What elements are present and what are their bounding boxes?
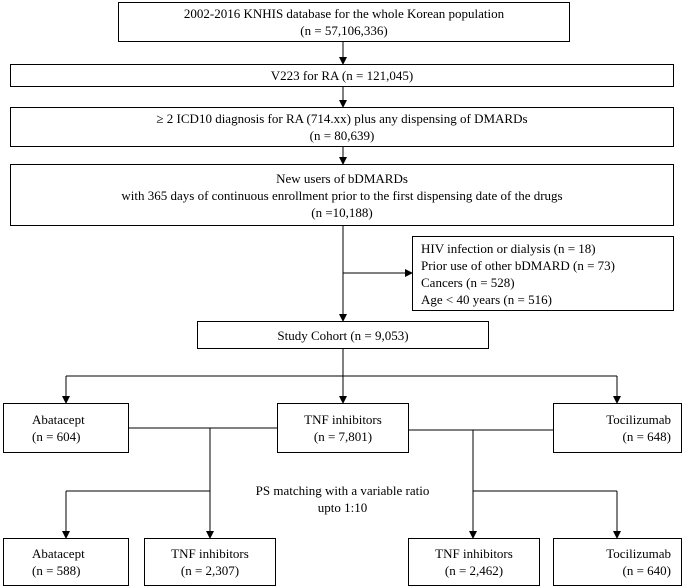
population-title: 2002-2016 KNHIS database for the whole K… (183, 6, 505, 21)
icd10-count: (n = 80,639) (309, 128, 375, 143)
tnf-count: (n = 7,801) (313, 429, 373, 444)
exclusion-item: Cancers (n = 528) (421, 274, 515, 290)
icd10-label: ≥ 2 ICD10 diagnosis for RA (714.xx) plus… (156, 111, 528, 126)
new-users-title: New users of bDMARDs (276, 170, 408, 186)
ps-matching-line2: upto 1:10 (317, 500, 368, 515)
ps-matching-label: PS matching with a variable ratio upto 1… (220, 482, 465, 516)
new-users-count: (n =10,188) (311, 204, 373, 220)
tnf-matched-left-label: TNF inhibitors (171, 546, 249, 561)
abatacept-matched-label: Abatacept (32, 546, 85, 561)
new-users-criteria: with 365 days of continuous enrollment p… (121, 187, 563, 203)
tocilizumab-count: (n = 648) (622, 429, 672, 444)
study-cohort-label: Study Cohort (n = 9,053) (277, 327, 409, 343)
tnf-label: TNF inhibitors (304, 412, 382, 427)
box-tnf-matched-left: TNF inhibitors (n = 2,307) (144, 538, 276, 586)
abatacept-count: (n = 604) (32, 429, 81, 444)
box-tocilizumab-matched: Tocilizumab (n = 640) (553, 538, 682, 586)
tocilizumab-matched-count: (n = 640) (622, 563, 672, 578)
box-study-cohort: Study Cohort (n = 9,053) (197, 321, 489, 349)
exclusion-item: Age < 40 years (n = 516) (421, 291, 552, 307)
tnf-matched-right-label: TNF inhibitors (435, 546, 513, 561)
box-abatacept-matched: Abatacept (n = 588) (3, 538, 129, 586)
exclusion-item: HIV infection or dialysis (n = 18) (421, 240, 596, 256)
box-v223: V223 for RA (n = 121,045) (10, 64, 674, 87)
ps-matching-line1: PS matching with a variable ratio (255, 483, 430, 498)
exclusion-item: Prior use of other bDMARD (n = 73) (421, 257, 616, 273)
abatacept-label: Abatacept (32, 412, 85, 427)
abatacept-matched-count: (n = 588) (32, 563, 81, 578)
box-abatacept: Abatacept (n = 604) (3, 403, 129, 453)
box-tnf-matched-right: TNF inhibitors (n = 2,462) (408, 538, 540, 586)
box-tocilizumab: Tocilizumab (n = 648) (553, 403, 682, 453)
tnf-matched-right-count: (n = 2,462) (444, 563, 504, 578)
tocilizumab-label: Tocilizumab (606, 412, 671, 427)
box-population: 2002-2016 KNHIS database for the whole K… (118, 2, 570, 42)
box-icd10: ≥ 2 ICD10 diagnosis for RA (714.xx) plus… (10, 107, 674, 147)
population-count: (n = 57,106,336) (300, 23, 388, 38)
box-new-users: New users of bDMARDs with 365 days of co… (10, 164, 674, 226)
box-tnf: TNF inhibitors (n = 7,801) (277, 403, 409, 453)
tnf-matched-left-count: (n = 2,307) (180, 563, 240, 578)
tocilizumab-matched-label: Tocilizumab (606, 546, 671, 561)
v223-label: V223 for RA (n = 121,045) (270, 68, 414, 83)
box-exclusions: HIV infection or dialysis (n = 18) Prior… (412, 236, 674, 311)
